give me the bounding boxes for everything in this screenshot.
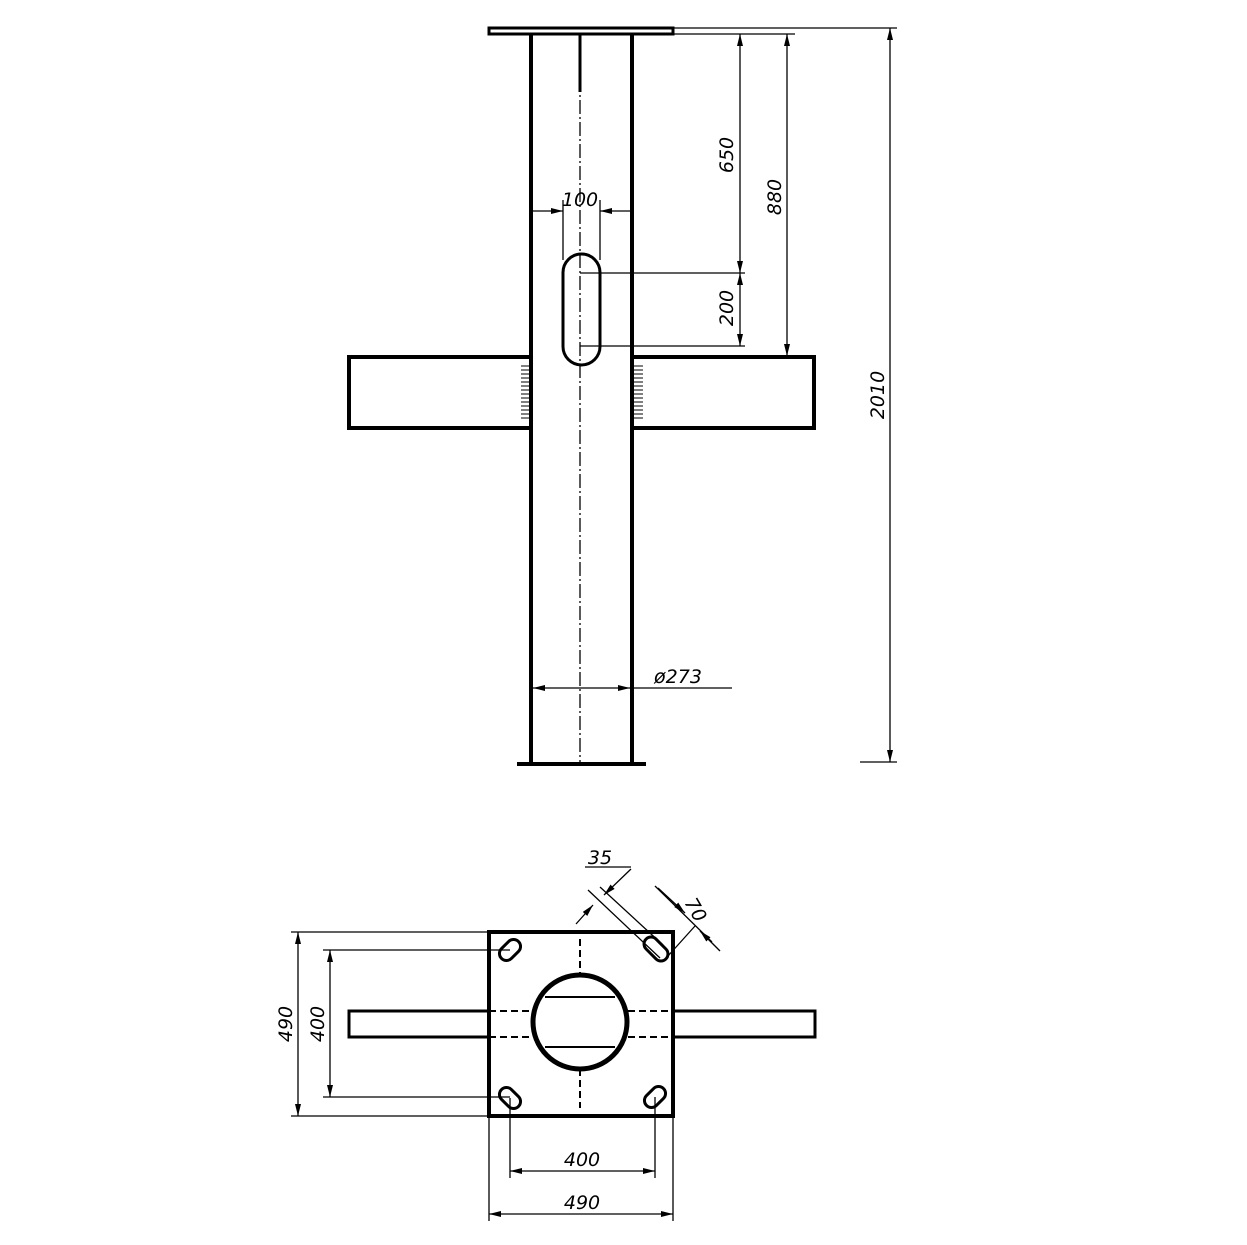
dim-hole-spacing-horizontal: 400 xyxy=(564,1149,600,1171)
dim-hole-spacing-vertical: 400 xyxy=(307,1006,329,1042)
dim-slot-width: 100 xyxy=(562,189,598,211)
front-view: 100 650 200 880 2010 ø273 xyxy=(347,26,897,766)
pipe-section xyxy=(530,972,630,1072)
dim-slot-length-plan: 70 xyxy=(680,894,711,926)
top-plate xyxy=(487,26,675,36)
dim-slot-length: 200 xyxy=(716,290,738,326)
slot xyxy=(561,252,602,367)
dim-plate-width: 490 xyxy=(564,1192,600,1214)
dim-top-to-beam: 880 xyxy=(764,179,786,215)
dim-pipe-diameter: ø273 xyxy=(653,666,702,688)
beam-right xyxy=(632,355,816,430)
dim-slot-width-plan: 35 xyxy=(588,847,612,869)
beam-right-plan xyxy=(673,1009,817,1039)
dim-top-to-slot: 650 xyxy=(716,137,738,173)
beam-left xyxy=(347,355,531,430)
base-plate-square xyxy=(487,930,675,1118)
weld-hatching xyxy=(521,365,643,419)
dim-plate-height: 490 xyxy=(275,1006,297,1042)
plan-view: 35 70 490 400 400 490 xyxy=(275,847,817,1221)
bolt-slots xyxy=(497,935,670,1111)
beam-left-plan xyxy=(347,1009,489,1039)
dim-total-height: 2010 xyxy=(867,371,889,419)
